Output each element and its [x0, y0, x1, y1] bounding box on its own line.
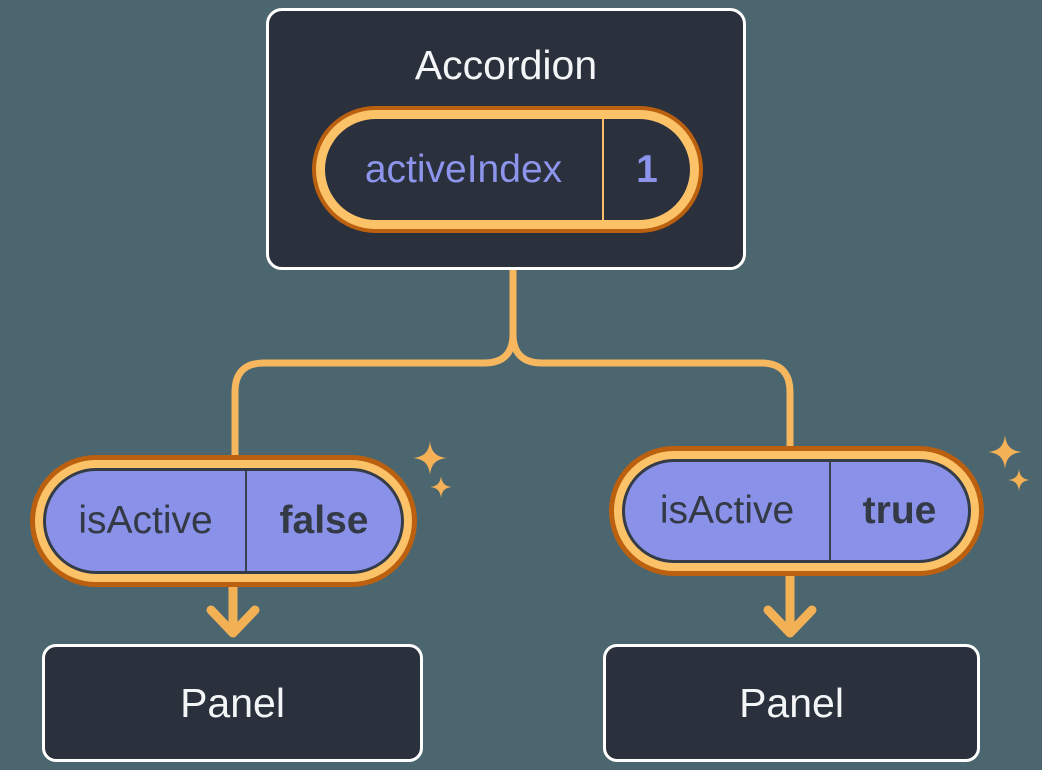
panel-title: Panel — [739, 679, 844, 726]
state-name-label: activeIndex — [364, 147, 563, 191]
state-pill-ring: activeIndex 1 — [316, 110, 699, 229]
isactive-pill-left: isActive false — [30, 455, 417, 587]
connector-left — [231, 268, 517, 462]
arrow-down-left-icon — [206, 581, 260, 638]
accordion-title: Accordion — [414, 42, 598, 88]
pill-ring: isActive true — [614, 451, 979, 571]
panel-node-left: Panel — [42, 644, 423, 762]
panel-title: Panel — [180, 679, 285, 726]
pill-divider — [245, 471, 247, 571]
state-name-label: isActive — [659, 489, 795, 532]
panel-node-right: Panel — [603, 644, 980, 762]
pill-body: isActive true — [622, 459, 971, 563]
arrow-down-right-icon — [763, 570, 817, 638]
isactive-pill-right: isActive true — [609, 446, 984, 576]
sparkle-large-icon — [413, 441, 447, 475]
state-value-label: true — [862, 489, 937, 532]
pill-ring: isActive false — [35, 460, 412, 582]
state-value-label: false — [279, 499, 369, 542]
pill-body: isActive false — [43, 468, 404, 574]
state-name-label: isActive — [78, 499, 213, 542]
state-pill-divider — [602, 119, 604, 220]
state-value-label: 1 — [636, 147, 658, 191]
sparkle-small-icon — [430, 476, 452, 498]
connector-right — [509, 268, 794, 452]
accordion-node: Accordion activeIndex 1 — [266, 8, 746, 270]
pill-divider — [829, 462, 831, 560]
accordion-state-pill: activeIndex 1 — [312, 106, 703, 233]
state-pill-body: activeIndex 1 — [325, 119, 690, 220]
sparkle-large-icon — [988, 435, 1022, 469]
sparkle-small-icon — [1008, 469, 1030, 491]
